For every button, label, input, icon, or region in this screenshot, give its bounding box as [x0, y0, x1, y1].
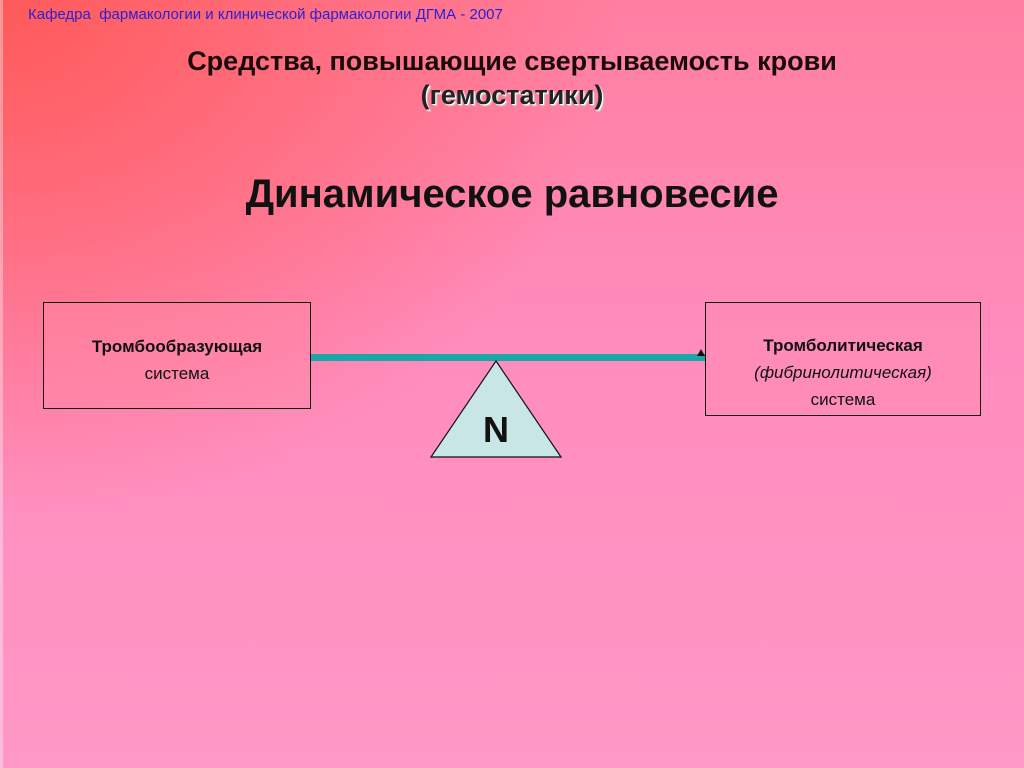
left-edge-highlight: [0, 0, 3, 768]
right-box-line-1: Тромболитическая: [763, 336, 923, 355]
balance-beam: [311, 354, 705, 361]
left-box-line-2: система: [144, 364, 210, 383]
fulcrum-triangle: [430, 360, 562, 458]
title-line-1: Средства, повышающие свертываемость кров…: [187, 46, 837, 76]
right-box-line-2: (фибринолитическая): [754, 363, 932, 382]
left-box-line-1: Тромбообразующая: [91, 337, 263, 356]
thrombogenic-system-box: Тромбообразующая система: [43, 302, 311, 409]
title-line-2: (гемостатики): [420, 80, 604, 110]
fulcrum-shape: [430, 360, 562, 458]
department-caption: Кафедра фармакологии и клинической фарма…: [28, 6, 503, 23]
thrombolytic-system-box: Тромболитическая (фибринолитическая) сис…: [705, 302, 981, 416]
slide-title: Средства, повышающие свертываемость кров…: [0, 44, 1024, 112]
beam-tip-marker: [697, 349, 705, 356]
right-box-line-3: система: [810, 390, 876, 409]
slide-subtitle: Динамическое равновесие: [245, 172, 779, 216]
fulcrum-label: N: [483, 409, 509, 450]
